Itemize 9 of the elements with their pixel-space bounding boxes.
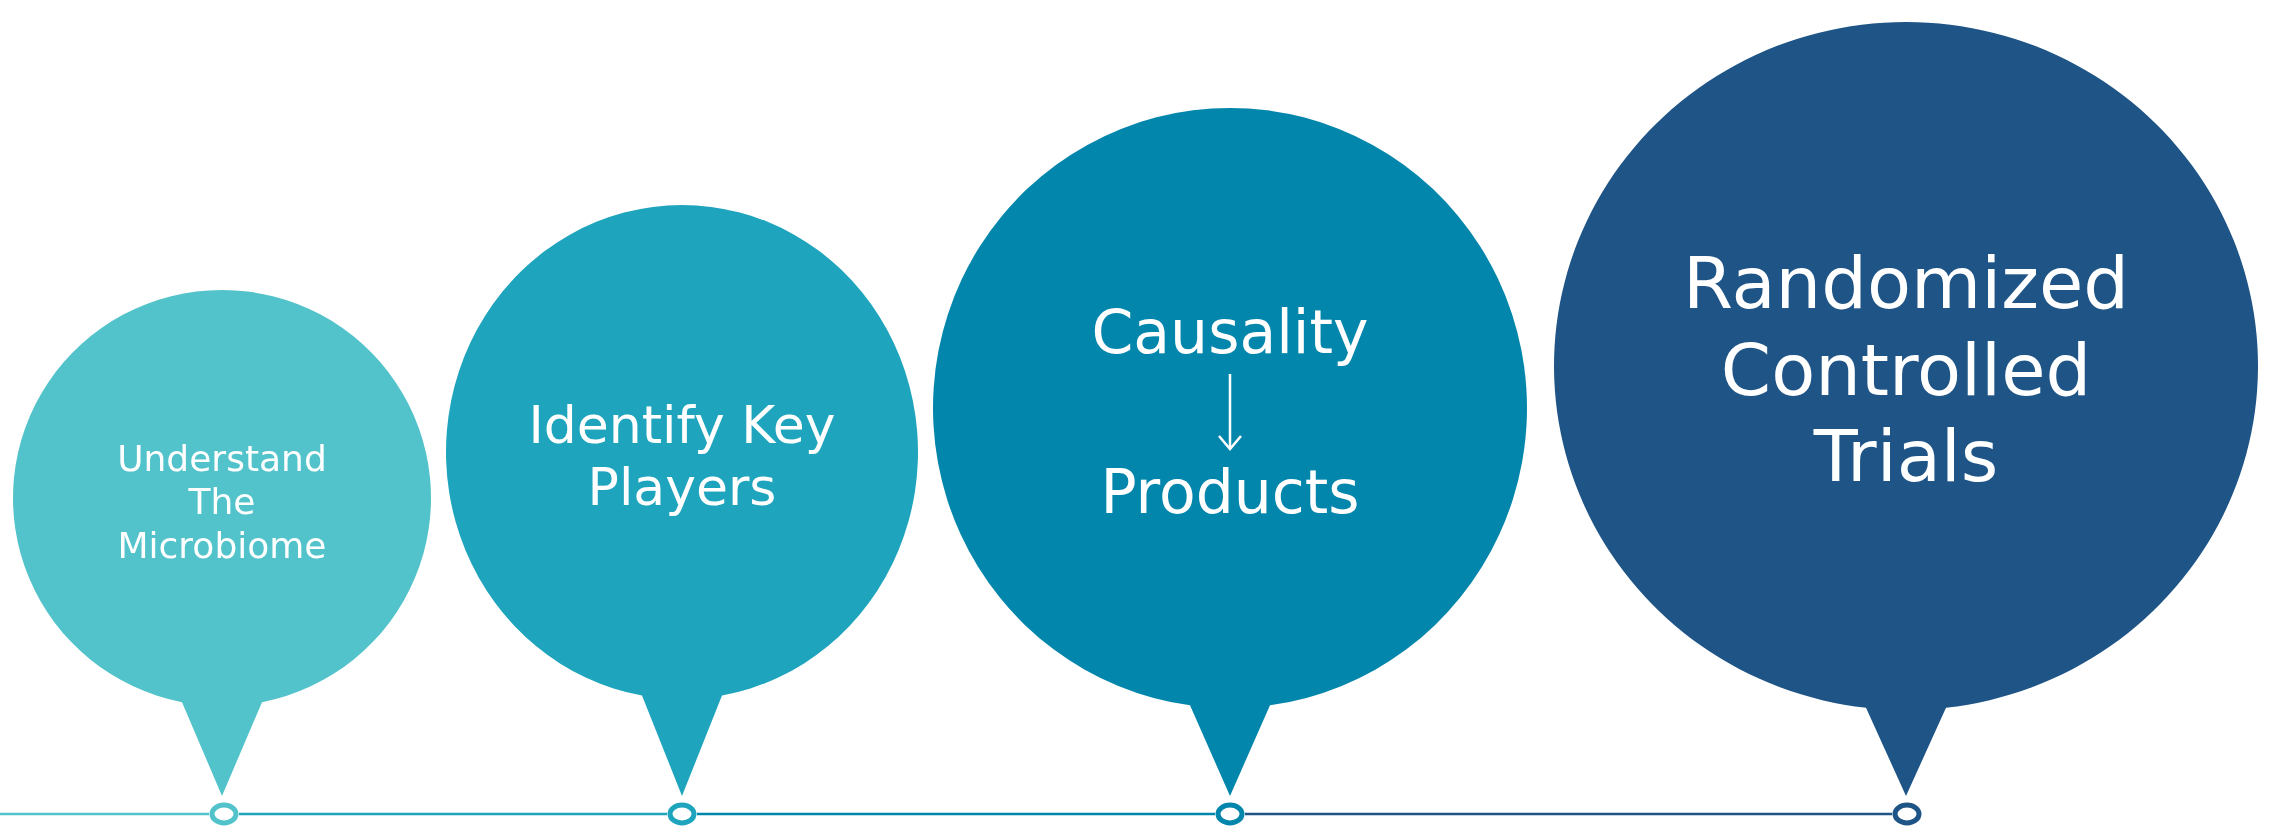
timeline-line bbox=[239, 812, 667, 816]
step-label: Understand The Microbiome bbox=[116, 437, 328, 567]
timeline-line bbox=[0, 812, 209, 816]
timeline-line bbox=[697, 812, 1215, 816]
step-label: Identify Key Players bbox=[527, 393, 837, 519]
timeline-line bbox=[1245, 812, 1892, 816]
step-label: Randomized Controlled Trials bbox=[1682, 240, 2130, 500]
step-label: Products bbox=[1100, 456, 1360, 528]
step-label: Causality bbox=[1091, 296, 1369, 368]
